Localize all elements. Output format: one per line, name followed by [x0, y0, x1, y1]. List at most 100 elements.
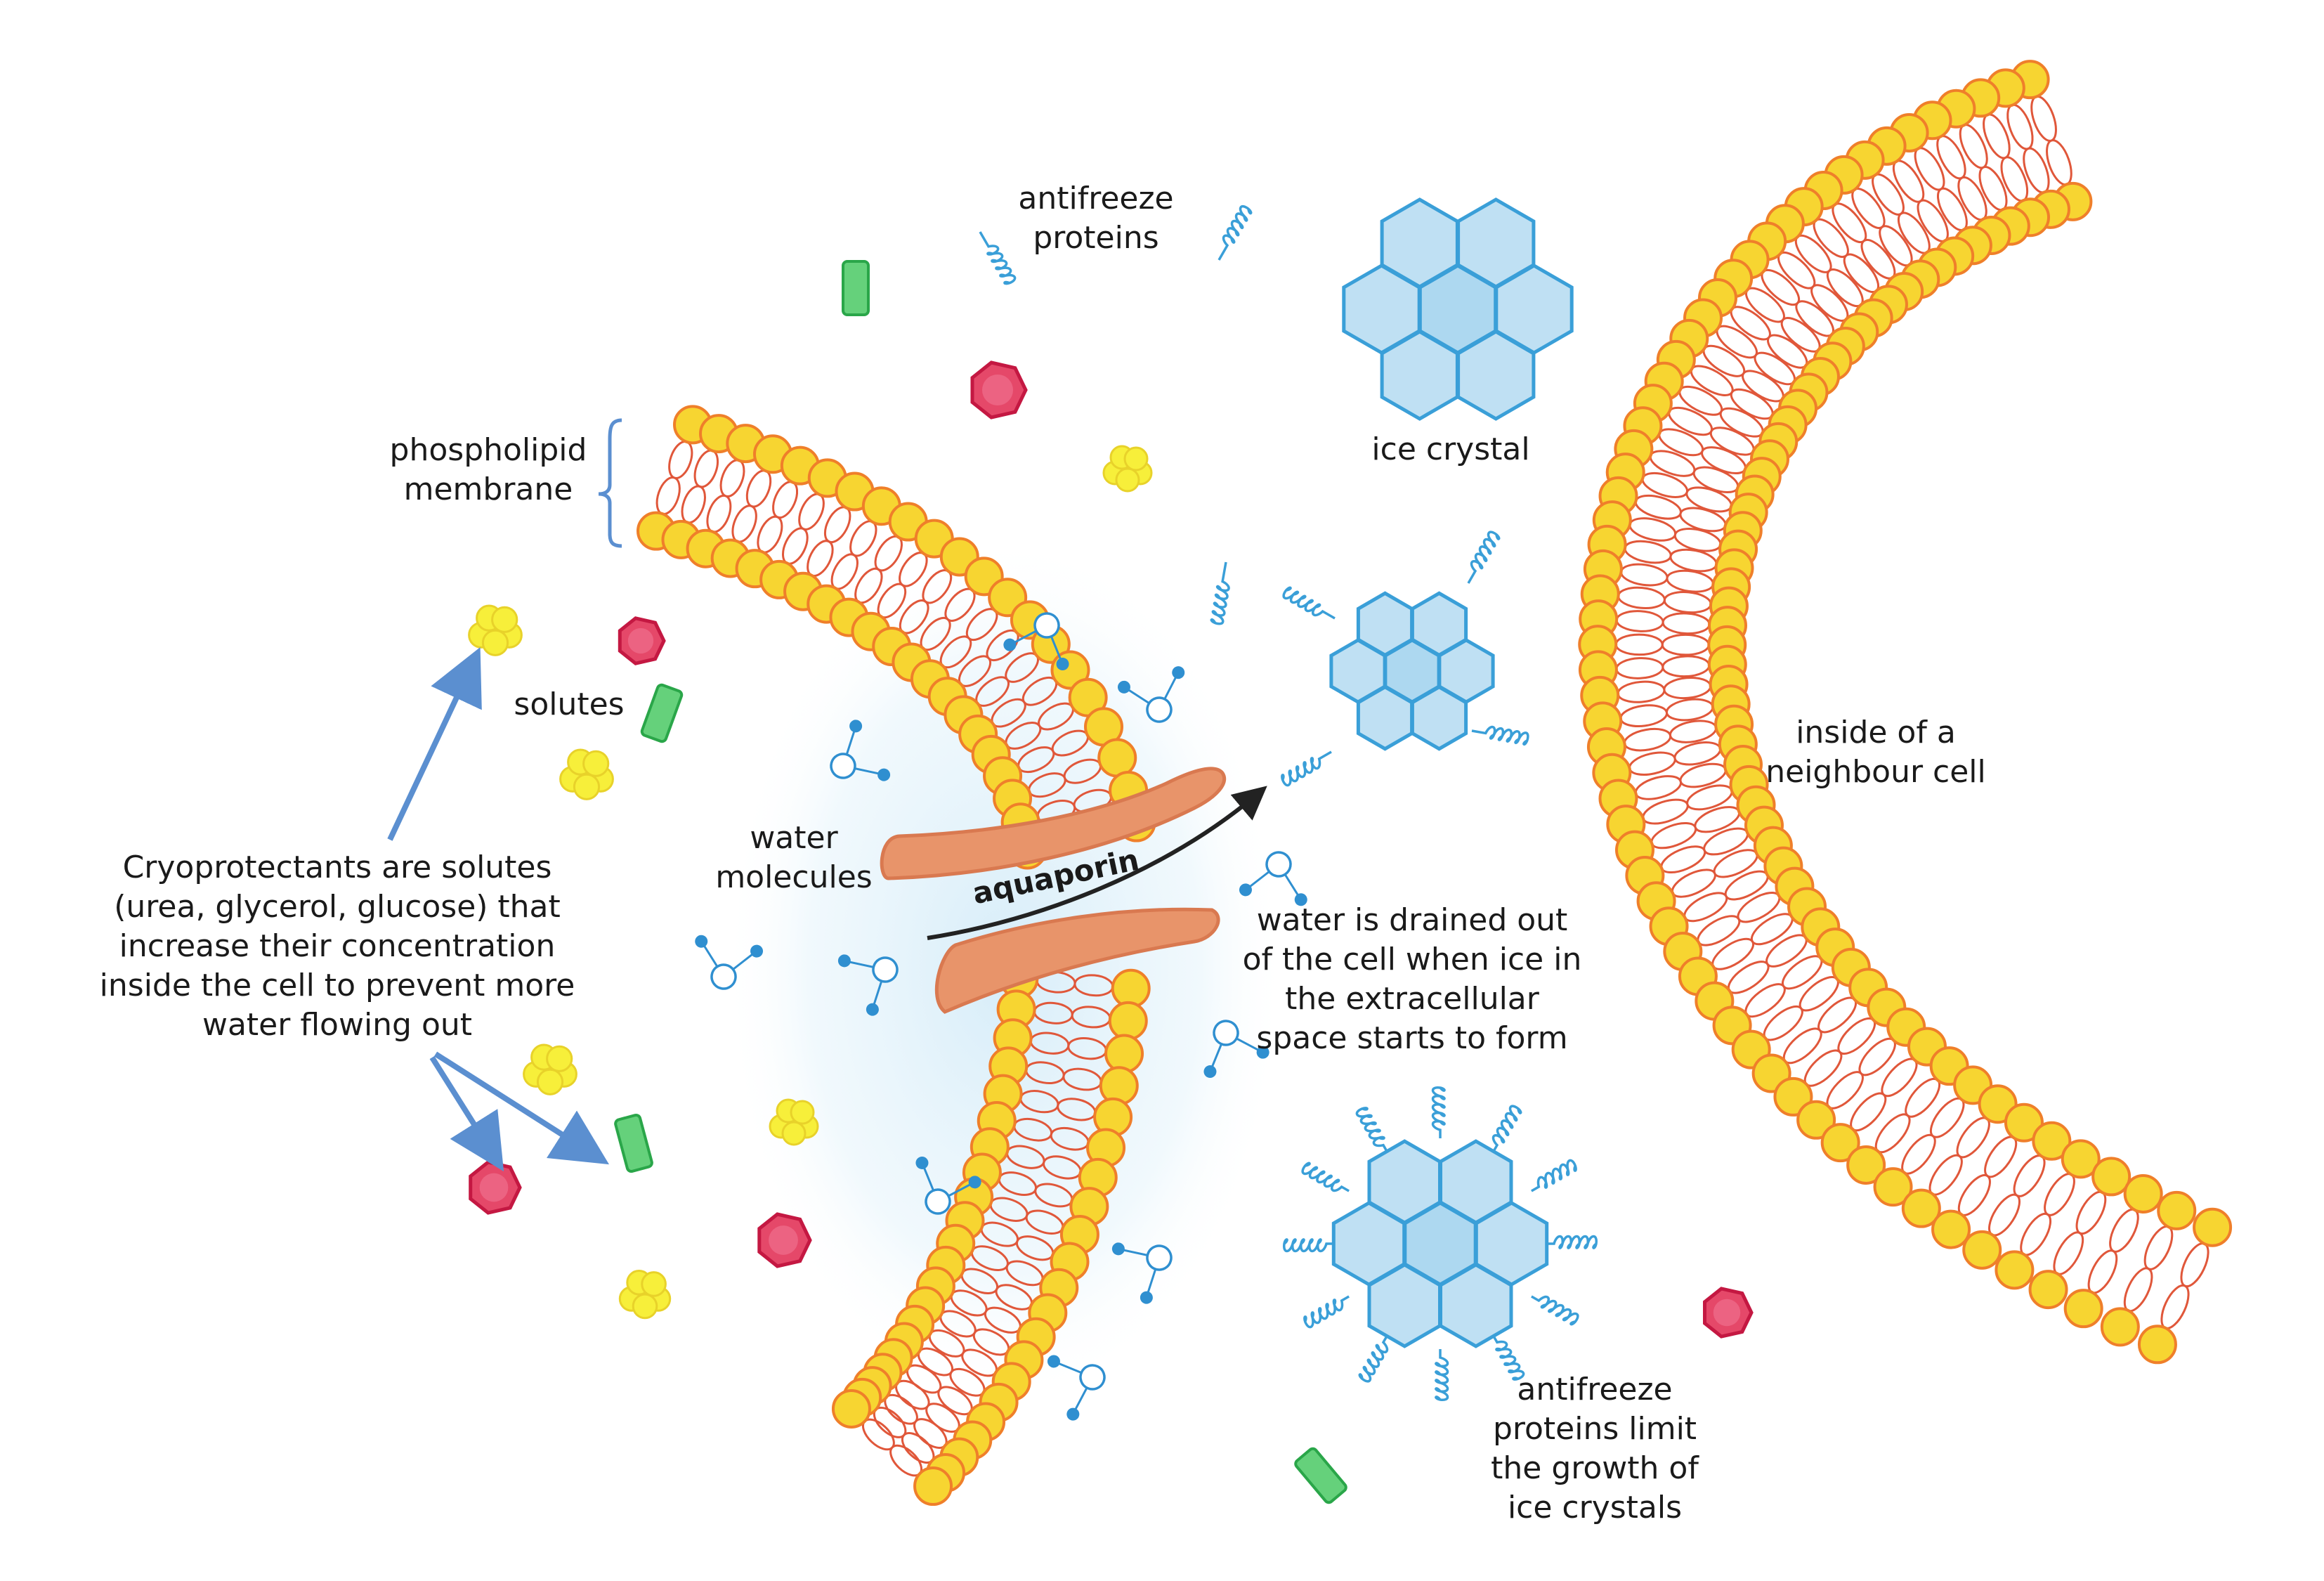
lipid-tail: [1664, 676, 1711, 700]
lipid-head: [1113, 970, 1149, 1007]
lipid-tail: [1619, 703, 1668, 729]
lipid-tail: [1656, 424, 1706, 460]
lipid-tail: [1624, 538, 1673, 566]
lipid-tail: [678, 483, 710, 526]
solute-red: [471, 1162, 520, 1213]
antifreeze-protein: [1487, 1105, 1522, 1154]
lipid-tail: [1701, 824, 1751, 860]
lipid-tail: [717, 457, 749, 500]
lipid-tail: [1616, 657, 1663, 679]
solute-yellow: [561, 750, 613, 799]
antifreeze-protein: [1284, 1240, 1335, 1251]
antifreeze-protein: [1280, 748, 1335, 786]
lipid-tail: [1617, 680, 1665, 704]
label-cryoprotectants: Cryoprotectants are solutes (urea, glyce…: [74, 848, 601, 1045]
lipid-head: [1099, 739, 1135, 776]
lipid-head: [2125, 1176, 2162, 1212]
lipid-tail: [1680, 887, 1731, 927]
antifreeze-protein: [1546, 1237, 1596, 1249]
lipid-head: [2158, 1192, 2195, 1229]
solute-green: [1294, 1447, 1347, 1504]
lipid-tail: [2083, 1247, 2122, 1297]
lipid-tail: [1669, 717, 1718, 746]
antifreeze-protein: [1301, 1162, 1351, 1197]
solute-red: [1705, 1289, 1752, 1336]
solute-red: [759, 1214, 810, 1266]
lipid-tail: [691, 448, 722, 490]
label-antifreeze-limit: antifreeze proteins limit the growth of …: [1468, 1370, 1721, 1528]
lipid-tail: [2176, 1240, 2214, 1290]
lipid-tail: [1662, 635, 1709, 655]
lipid-tail: [1978, 111, 2015, 162]
lipid-head: [1933, 1211, 1969, 1248]
lipid-tail: [1628, 749, 1678, 779]
solute-green: [615, 1114, 653, 1173]
antifreeze-protein: [1303, 1293, 1352, 1328]
lipid-tail: [653, 474, 684, 516]
lipid-tail: [2119, 1264, 2157, 1315]
lipid-head: [1996, 1251, 2032, 1288]
lipid-tail: [743, 467, 776, 510]
antifreeze-protein: [1462, 531, 1500, 585]
solute-green: [641, 684, 683, 743]
lipid-head: [915, 1468, 951, 1504]
lipid-tail: [1974, 163, 2012, 214]
label-inside-neighbour-cell: inside of a neighbour cell: [1735, 713, 2016, 792]
label-water-drained: water is drained out of the cell when ic…: [1222, 901, 1602, 1058]
antifreeze-protein: [1359, 1333, 1394, 1383]
lipid-tail: [1692, 802, 1742, 837]
lipid-head: [2030, 1271, 2067, 1308]
lipid-tail: [1623, 726, 1672, 754]
lipid-tail: [2042, 137, 2077, 188]
antifreeze-protein: [1436, 1349, 1448, 1400]
lipid-tail: [2139, 1223, 2178, 1273]
lipid-head: [2065, 1290, 2102, 1327]
lipid-tail: [1620, 561, 1669, 587]
lipid-tail: [1685, 781, 1735, 814]
solute-yellow: [770, 1100, 818, 1145]
lipid-tail: [1996, 154, 2032, 204]
antifreeze-protein: [1356, 1106, 1391, 1156]
antifreeze-protein: [1211, 561, 1234, 625]
antifreeze-protein: [1282, 587, 1337, 625]
lipid-head: [833, 1391, 870, 1427]
lipid-head: [1106, 1036, 1142, 1072]
lipid-head: [2093, 1158, 2129, 1195]
lipid-head: [2102, 1308, 2139, 1345]
lipid-tail: [703, 493, 735, 535]
lipid-tail: [1640, 469, 1690, 502]
antifreeze-protein: [1471, 724, 1529, 745]
lipid-tail: [1954, 121, 1992, 171]
lipid-head: [1110, 1003, 1147, 1039]
antifreeze-protein: [1528, 1159, 1578, 1195]
ice-crystals: [1331, 200, 1572, 1346]
lipid-tail: [1647, 446, 1698, 481]
antifreeze-protein: [1529, 1290, 1579, 1325]
cryo-arrow-to-yellow: [390, 668, 471, 840]
lipid-tail: [1721, 866, 1772, 905]
solute-red: [972, 363, 1026, 417]
lipid-tail: [2018, 145, 2054, 196]
lipid-tail: [1664, 590, 1711, 615]
solute-yellow: [524, 1045, 577, 1094]
label-solutes: solutes: [492, 685, 646, 724]
phospholipid-membrane-neighbour: [1579, 61, 2231, 1362]
solute-yellow: [1104, 446, 1151, 491]
lipid-head: [2194, 1209, 2231, 1246]
ice-crystal: [1333, 1141, 1546, 1346]
lipid-tail: [1932, 132, 1971, 183]
label-water-molecules: water molecules: [688, 819, 899, 897]
lipid-tail: [1658, 841, 1709, 878]
lipid-tail: [1616, 610, 1663, 632]
antifreeze-protein: [1433, 1088, 1445, 1138]
lipid-tail: [665, 438, 696, 481]
lipid-tail: [728, 502, 761, 545]
lipid-head: [1964, 1232, 2000, 1268]
solute-red: [620, 618, 664, 663]
lipid-tail: [1662, 656, 1709, 677]
antifreeze-protein: [1213, 205, 1252, 262]
label-antifreeze-proteins: antifreeze proteins: [984, 179, 1208, 258]
lipid-tail: [1617, 586, 1665, 611]
ice-crystal: [1344, 200, 1572, 419]
lipid-tail: [1666, 568, 1714, 594]
